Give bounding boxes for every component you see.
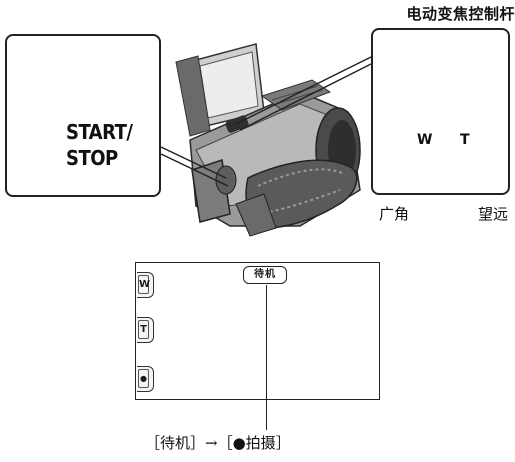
start-pointer-line-2: [160, 153, 229, 187]
lcd-zoom-w-label: W: [138, 275, 150, 294]
standby-badge: 待机: [243, 266, 287, 284]
lcd-zoom-w-button[interactable]: W: [137, 272, 154, 298]
lcd-zoom-t-label: T: [138, 320, 149, 339]
lcd-record-button[interactable]: ●: [137, 366, 154, 392]
zoom-pointer-line-2: [239, 63, 372, 131]
start-stop-label: START/ STOP: [66, 119, 156, 171]
zoom-lever-callout: [371, 28, 510, 195]
lcd-screen: [135, 262, 380, 400]
wide-angle-label: 广角: [379, 205, 410, 223]
start-label-line2: STOP: [66, 146, 118, 170]
standby-pointer-line: [266, 285, 267, 430]
zoom-t-label: T: [460, 132, 470, 148]
record-dot-icon: ●: [138, 369, 149, 388]
lcd-zoom-t-button[interactable]: T: [137, 317, 154, 343]
start-label-line1: START/: [66, 120, 133, 144]
zoom-lever-title: 电动变焦控制杆: [406, 5, 515, 23]
zoom-w-label: W: [417, 132, 433, 148]
start-pointer-line: [160, 146, 227, 179]
camcorder-body: [175, 43, 361, 237]
status-caption: ［待机］→［●拍摄］: [145, 434, 291, 452]
zoom-pointer-line: [235, 56, 372, 125]
start-stop-callout: [5, 34, 161, 197]
telephoto-label: 望远: [478, 205, 509, 223]
